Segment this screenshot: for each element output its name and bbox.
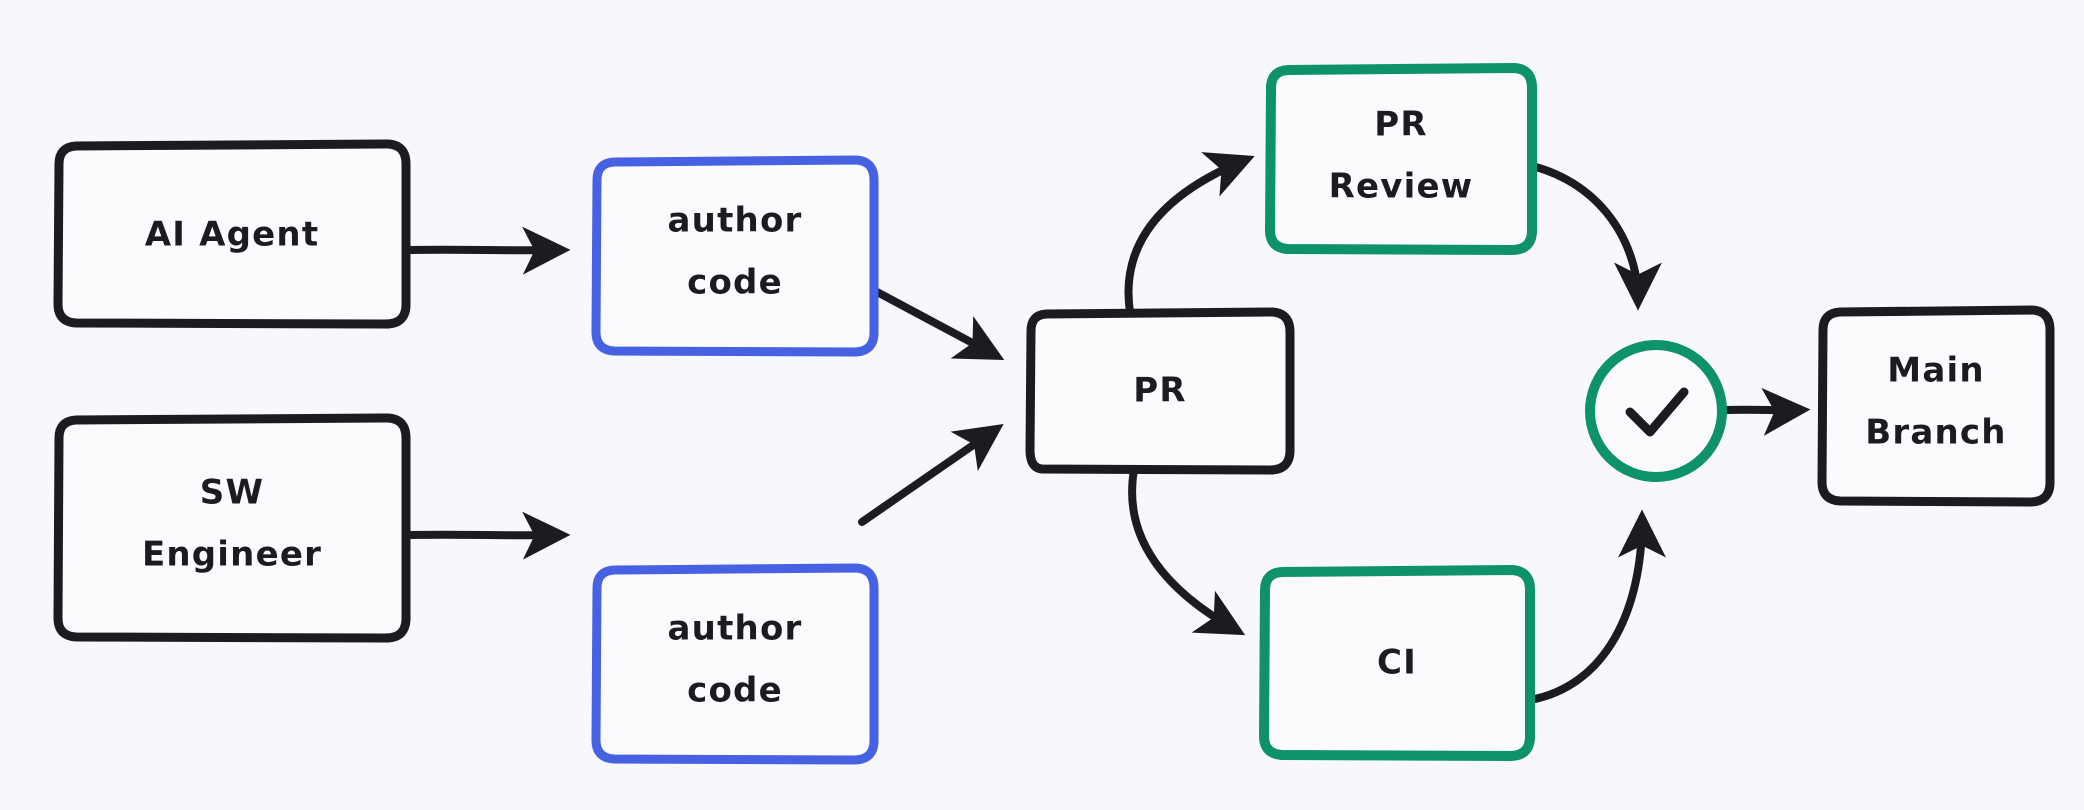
edge-author-code-to-pr-top [860,281,1005,360]
node-label-author-code-top-line1: author [668,201,803,241]
node-label-main-branch-line1: Main [1887,351,1984,391]
node-label-ci: CI [1377,643,1417,683]
node-label-sw-engineer-line1: SW [200,473,264,513]
node-author-code-bottom[interactable]: author code [591,563,879,765]
node-pr[interactable]: PR [1025,307,1295,475]
edge-pr-to-ci [1128,466,1246,636]
node-label-main-branch-line2: Branch [1865,413,2006,453]
edge-pr-to-pr-review [1124,152,1255,316]
edges-layer [404,152,1811,704]
node-label-author-code-bottom-line1: author [668,609,803,649]
edge-check-to-main-branch [1722,387,1811,436]
node-ai-agent[interactable]: AI Agent [53,139,411,329]
edge-author-code-to-pr-bottom [858,424,1004,526]
edge-ci-to-check [1526,509,1666,704]
node-author-code-top[interactable]: author code [591,155,879,357]
edge-ai-agent-to-author-code [404,226,571,275]
edge-pr-review-to-check [1506,158,1662,311]
node-sw-engineer[interactable]: SW Engineer [53,413,411,643]
node-ci[interactable]: CI [1259,565,1535,761]
node-label-author-code-bottom-line2: code [687,671,783,711]
node-label-author-code-top-line2: code [687,263,783,303]
node-label-ai-agent: AI Agent [145,215,320,255]
node-label-pr-review-line2: Review [1329,167,1474,207]
node-main-branch[interactable]: Main Branch [1817,305,2055,507]
edge-sw-engineer-to-author-code [404,511,571,560]
check-icon [1625,387,1689,437]
node-label-pr-review-line1: PR [1374,105,1428,145]
node-label-sw-engineer-line2: Engineer [142,535,322,575]
node-label-pr: PR [1133,371,1187,411]
node-pr-review[interactable]: PR Review [1265,63,1537,255]
node-check[interactable] [1585,340,1727,482]
